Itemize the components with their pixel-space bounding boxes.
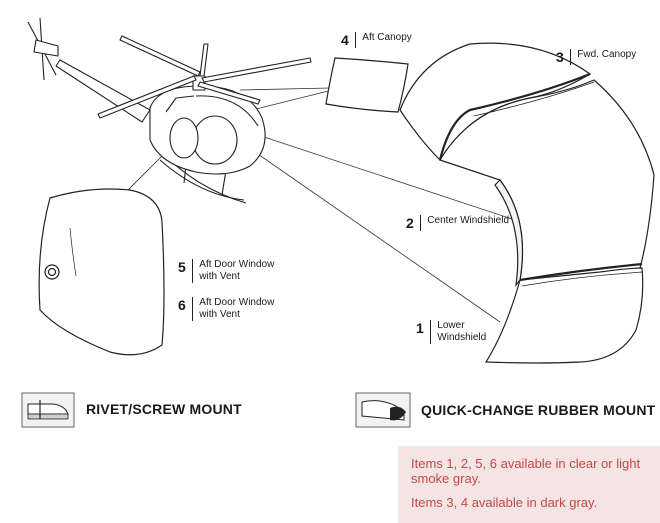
rivet-mount-label: RIVET/SCREW MOUNT [86,401,242,417]
label-number: 2 [406,215,414,231]
label-number: 4 [341,32,349,48]
lower-windshield-part [484,267,644,364]
availability-note-clear: Items 1, 2, 5, 6 available in clear or l… [411,456,641,486]
label-divider [569,49,572,65]
label-text: Aft Door Window [199,259,275,270]
label-number: 5 [178,259,186,275]
rubber-mount-legend: QUICK-CHANGE RUBBER MOUNT [421,402,655,418]
label-divider [419,215,422,231]
label-text: Center Windshield [427,215,510,226]
windshield-assembly [399,42,655,364]
label-divider [354,32,357,48]
aft-door-window-part [38,188,165,356]
label-text: Fwd. Canopy [577,49,637,60]
rivet-mount-legend: RIVET/SCREW MOUNT [86,401,242,417]
label-number: 1 [416,320,424,336]
label-aft-door-window-5: 5 Aft Door Window with Vent [178,259,274,283]
label-aft-canopy: 4 Aft Canopy [341,32,412,48]
label-fwd-canopy: 3 Fwd. Canopy [556,49,636,65]
label-divider [191,297,194,321]
label-lower-windshield: 1 Lower Windshield [416,320,486,344]
label-text: with Vent [199,271,240,282]
label-text: Aft Door Window [199,297,275,308]
label-number: 6 [178,297,186,313]
label-text: Lower [437,320,465,331]
rubber-mount-label: QUICK-CHANGE RUBBER MOUNT [421,402,656,418]
label-text: Aft Canopy [362,32,412,43]
center-windshield-part [494,179,524,288]
aft-canopy-part [325,57,409,113]
label-divider [191,259,194,283]
label-text: Windshield [437,332,487,343]
label-aft-door-window-6: 6 Aft Door Window with Vent [178,297,274,321]
availability-note-gray: Items 3, 4 available in dark gray. [411,495,598,510]
label-text: with Vent [199,309,240,320]
availability-note: Items 1, 2, 5, 6 available in clear or l… [398,446,660,523]
helicopter-icon [27,17,312,204]
rubber-mount-icon [355,392,411,428]
label-divider [429,320,432,344]
label-center-windshield: 2 Center Windshield [406,215,509,231]
label-number: 3 [556,49,564,65]
rivet-mount-icon [21,392,75,428]
